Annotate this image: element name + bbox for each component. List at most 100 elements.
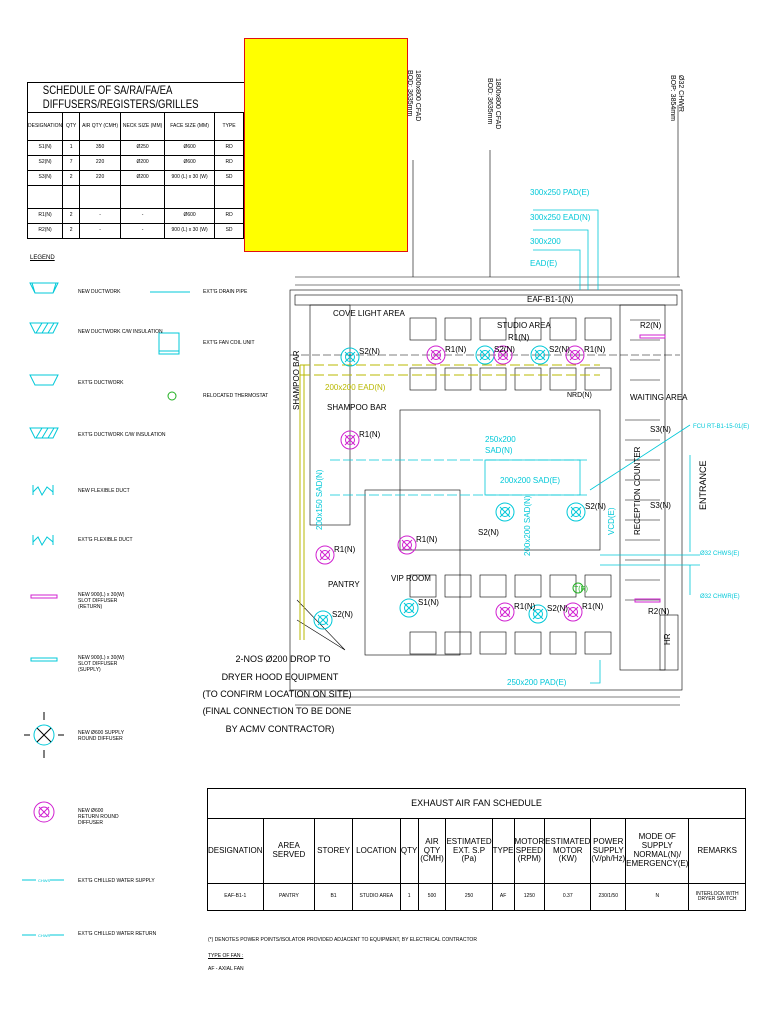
legend-item: EXT'G CHILLED WATER SUPPLY: [78, 878, 155, 884]
chair: [584, 367, 612, 391]
legend-item: EXT'G FLEXIBLE DUCT: [78, 537, 133, 543]
fan-schedule-title: EXHAUST AIR FAN SCHEDULE: [207, 788, 746, 819]
chair: [549, 367, 577, 391]
col-header: ESTIMATED EXT. S.P (Pa): [445, 818, 493, 884]
diffuser-tag: R2(N): [648, 607, 670, 616]
diffuser-tag: R1(N): [508, 333, 530, 342]
table-cell: 500: [417, 883, 447, 911]
chair: [409, 317, 437, 341]
diffuser-tag: S2(N): [547, 604, 568, 613]
chair: [479, 367, 507, 391]
table-row: [26, 185, 297, 209]
dryer-note: DRYER HOOD EQUIPMENT: [222, 672, 339, 682]
vcd-callout: VCD(E): [607, 507, 616, 535]
chwr-callout: Ø32 CHWR(E): [700, 594, 740, 600]
chair: [584, 317, 612, 341]
table-cell: INTERLOCK WITH DRYER SWITCH: [688, 883, 746, 911]
existing-flexible-duct-icon: [32, 535, 54, 547]
diffuser-tag: S2(N): [549, 345, 570, 354]
legend-item: NEW Ø600 SUPPLY ROUND DIFFUSER: [78, 730, 124, 742]
legend-title: LEGEND: [30, 255, 55, 261]
diffuser-schedule-table: SCHEDULE OF SA/RA/FA/EA DIFFUSERS/REGIST…: [26, 82, 297, 239]
return-diffuser-icon: [397, 535, 417, 555]
fan-tag: EAF-B1-1(N): [527, 295, 574, 304]
nrd-tag: NRD(N): [567, 392, 592, 399]
table-cell: 250: [445, 883, 493, 911]
duct-callout: 250x200 PAD(E): [507, 678, 567, 687]
diffuser-tag: R1(N): [582, 602, 604, 611]
chwr-tag: CHWR: [38, 933, 51, 938]
table-cell: SD: [214, 223, 245, 239]
slot-supply-icon: [30, 657, 58, 662]
col-header: MODE OF SUPPLY NORMAL(N)/ EMERGENCY(E): [625, 818, 690, 884]
chair: [584, 631, 612, 655]
legend-item: EXT'G DUCTWORK C/W INSULATION: [78, 432, 166, 438]
return-diffuser-icon: [426, 345, 446, 365]
chair: [514, 631, 542, 655]
table-cell: B1: [314, 883, 353, 911]
col-header: AIR QTY (CMH): [417, 818, 447, 884]
note-text: AF - AXIAL FAN: [208, 966, 244, 972]
table-cell: 1: [399, 883, 419, 911]
dryer-note: (FINAL CONNECTION TO BE DONE: [203, 706, 352, 716]
shampoo-bar-area-label: SHAMPOO BAR: [327, 403, 387, 412]
diffuser-tag: R1(N): [514, 602, 536, 611]
diffuser-schedule-title: SCHEDULE OF SA/RA/FA/EA DIFFUSERS/REGIST…: [27, 82, 244, 113]
duct-callout: EAD(E): [530, 259, 557, 268]
existing-ductwork-icon: [29, 374, 59, 386]
legend-item: EXT'G FAN COIL UNIT: [203, 340, 255, 346]
return-diffuser-icon: [33, 801, 55, 823]
chair: [409, 574, 437, 598]
chair: [479, 574, 507, 598]
chair: [479, 317, 507, 341]
diffuser-tag: S3(N): [650, 501, 671, 510]
vip-room-label: VIP ROOM: [391, 574, 431, 583]
duct-callout: 200x200 SAD(N): [523, 495, 532, 556]
diffuser-tag: S2(N): [332, 610, 353, 619]
col-header: DESIGNATION: [207, 818, 264, 884]
chair: [444, 367, 472, 391]
col-header: STOREY: [314, 818, 353, 884]
dryer-note: BY ACMV CONTRACTOR): [226, 724, 335, 734]
table-cell: EAF-B1-1: [207, 883, 264, 911]
table-cell: 1250: [513, 883, 546, 911]
col-header: AREA SERVED: [262, 818, 316, 884]
cove-light-label: COVE LIGHT AREA: [333, 309, 406, 318]
slot-return-icon: [30, 594, 58, 599]
table-cell: AF: [491, 883, 515, 911]
note-text: TYPE OF FAN :: [208, 953, 244, 959]
diffuser-tag: S2(N): [494, 345, 515, 354]
cfad-callout: 1800x800 CFAD: [494, 78, 501, 129]
diffuser-tag: S2(N): [585, 502, 606, 511]
duct-callout: 300x250 PAD(E): [530, 188, 590, 197]
col-header: ESTIMATED MOTOR (KW): [544, 818, 592, 884]
legend-item: NEW Ø600 RETURN ROUND DIFFUSER: [78, 808, 119, 826]
duct-callout: SAD(N): [485, 446, 513, 455]
chws-tag: CHWS: [38, 878, 51, 883]
duct-callout: 200x150 SAD(N): [315, 469, 324, 530]
chair: [444, 574, 472, 598]
chair: [549, 574, 577, 598]
supply-diffuser-icon: [340, 347, 360, 367]
supply-diffuser-icon: [566, 502, 586, 522]
supply-diffuser-icon: [495, 502, 515, 522]
chair: [514, 574, 542, 598]
table-cell: 0.37: [544, 883, 592, 911]
table-cell: R2(N): [26, 223, 64, 239]
existing-insulated-ductwork-icon: [29, 427, 59, 439]
legend-item: EXT'G CHILLED WATER RETURN: [78, 931, 157, 937]
duct-callout: 250x200: [485, 435, 516, 444]
diffuser-tag: R1(N): [416, 535, 438, 544]
chair: [549, 631, 577, 655]
legend-item: EXT'G DRAIN PIPE: [203, 289, 248, 295]
legend-item: EXT'G DUCTWORK: [78, 380, 124, 386]
diffuser-tag: S1(N): [418, 598, 439, 607]
reception-label: RECEPTION COUNTER: [633, 446, 642, 535]
legend-item: RELOCATED THERMOSTAT: [203, 393, 269, 399]
flexible-duct-icon: [32, 485, 54, 497]
table-cell: N: [625, 883, 690, 911]
supply-diffuser-icon: [399, 598, 419, 618]
note-text: (*) DENOTES POWER POINTS/ISOLATOR PROVID…: [208, 937, 477, 943]
